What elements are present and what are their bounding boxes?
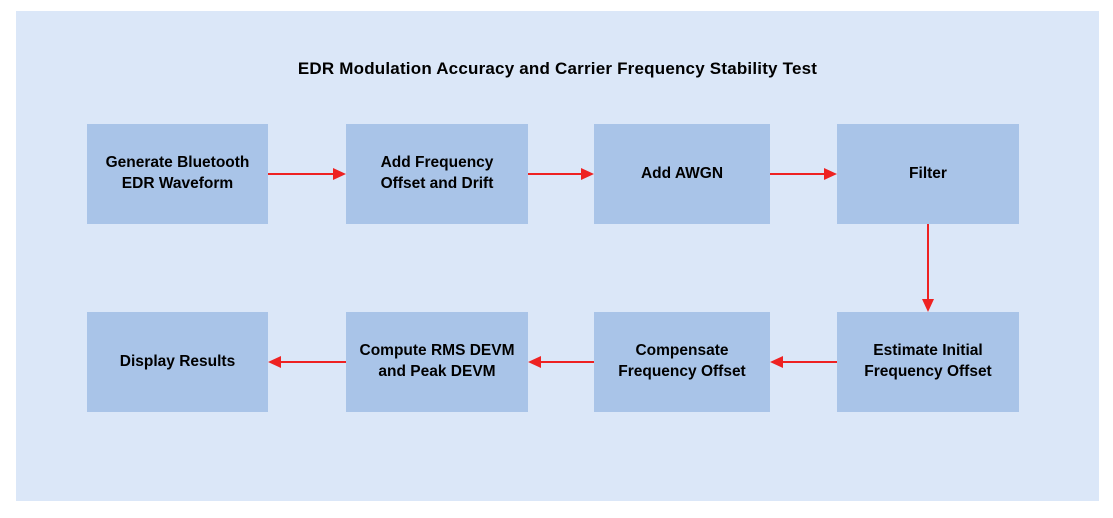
flow-step-label: Filter (909, 164, 947, 182)
flow-step-filter: Filter (837, 124, 1019, 224)
flow-step-label: Compensate Frequency Offset (618, 342, 746, 380)
flow-step-label: Add Frequency Offset and Drift (380, 154, 494, 192)
flow-step-display-results: Display Results (87, 312, 268, 412)
flow-step-compensate-frequency-offset: Compensate Frequency Offset (594, 312, 770, 412)
flow-step-label: Generate Bluetooth EDR Waveform (105, 154, 250, 192)
flow-step-compute-rms-devm-and-peak-devm: Compute RMS DEVM and Peak DEVM (346, 312, 528, 412)
diagram-panel (16, 11, 1099, 501)
flow-step-generate-bluetooth-edr-waveform: Generate Bluetooth EDR Waveform (87, 124, 268, 224)
flow-step-label: Add AWGN (640, 164, 724, 182)
flow-step-add-frequency-offset-and-drift: Add Frequency Offset and Drift (346, 124, 528, 224)
flow-step-label: Compute RMS DEVM and Peak DEVM (359, 342, 515, 380)
diagram-title: EDR Modulation Accuracy and Carrier Freq… (297, 59, 818, 78)
flow-step-estimate-initial-frequency-offset: Estimate Initial Frequency Offset (837, 312, 1019, 412)
flow-step-label: Display Results (119, 352, 236, 370)
flow-step-add-awgn: Add AWGN (594, 124, 770, 224)
flow-step-label: Estimate Initial Frequency Offset (864, 342, 992, 380)
